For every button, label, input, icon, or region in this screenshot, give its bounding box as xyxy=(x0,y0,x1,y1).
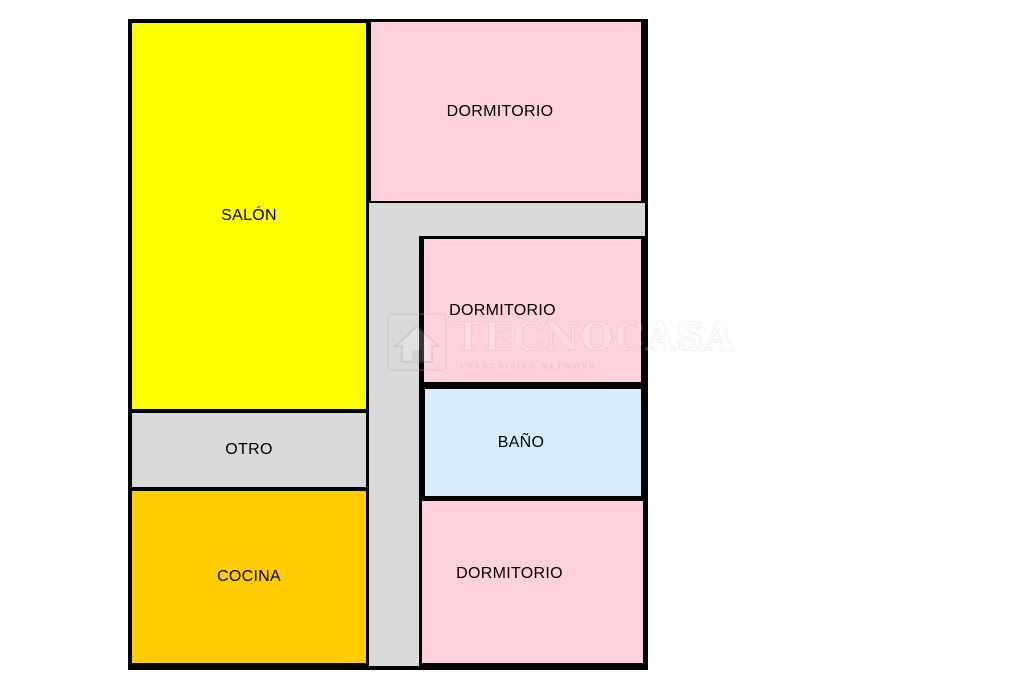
room-label-dormitorio-2: DORMITORIO xyxy=(449,301,556,319)
room-dormitorio-3: DORMITORIO xyxy=(422,501,643,663)
room-label-cocina: COCINA xyxy=(216,568,282,585)
room-label-salon: SALÓN xyxy=(221,207,277,224)
room-cocina: COCINA xyxy=(132,491,366,663)
room-salon: SALÓN xyxy=(132,23,366,409)
room-label-otro: OTRO xyxy=(225,441,273,458)
floor-plan: SALÓN OTRO COCINA DORMITORIO DORMITORIO … xyxy=(128,19,648,670)
room-label-dormitorio-1: DORMITORIO xyxy=(446,102,554,120)
room-otro: OTRO xyxy=(132,413,366,487)
room-dormitorio-2: DORMITORIO xyxy=(424,239,641,382)
room-dormitorio-1: DORMITORIO xyxy=(371,22,641,201)
room-label-dormitorio-3: DORMITORIO xyxy=(456,565,563,582)
hallway-vertical xyxy=(369,203,419,666)
room-bano: BAÑO xyxy=(425,389,641,496)
room-label-bano: BAÑO xyxy=(497,433,545,451)
